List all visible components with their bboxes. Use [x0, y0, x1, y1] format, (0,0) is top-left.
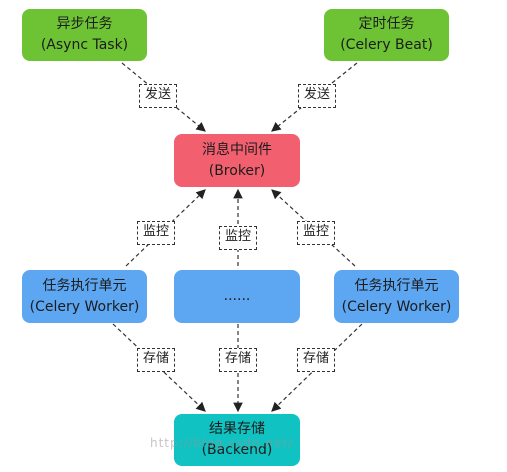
- edge-label-monitor-right: 监控: [297, 221, 335, 245]
- watermark: http://blog.csdn.net/: [150, 436, 294, 450]
- edge-worker-left-to-broker: [125, 189, 206, 267]
- worker-left-title: 任务执行单元: [42, 277, 127, 294]
- async-task-title: 异步任务: [56, 16, 113, 32]
- edge-label-store-middle: 存储: [219, 348, 257, 372]
- async-task-node: 异步任务 (Async Task): [22, 9, 147, 61]
- worker-right-subtitle: (Celery Worker): [341, 298, 452, 315]
- broker-node: 消息中间件 (Broker): [174, 134, 300, 187]
- celery-beat-title: 定时任务: [358, 16, 415, 32]
- edge-label-store-left: 存储: [137, 348, 175, 372]
- async-task-subtitle: (Async Task): [40, 37, 129, 53]
- edge-label-send-left: 发送: [139, 84, 177, 108]
- edge-label-store-right: 存储: [297, 348, 335, 372]
- celery-beat-subtitle: (Celery Beat): [340, 37, 433, 53]
- worker-right-title: 任务执行单元: [354, 277, 439, 294]
- edge-async-to-broker: [121, 62, 206, 132]
- worker-left-subtitle: (Celery Worker): [29, 298, 140, 315]
- worker-left-node: 任务执行单元 (Celery Worker): [22, 270, 147, 323]
- backend-title: 结果存储: [209, 421, 265, 437]
- worker-middle-title: ......: [223, 288, 251, 304]
- edge-label-monitor-middle: 监控: [219, 226, 257, 250]
- edge-label-send-right: 发送: [298, 84, 336, 108]
- backend-subtitle: (Backend): [201, 442, 273, 458]
- edge-label-monitor-left: 监控: [137, 221, 175, 245]
- celery-beat-node: 定时任务 (Celery Beat): [324, 9, 449, 61]
- broker-subtitle: (Broker): [208, 162, 266, 179]
- broker-title: 消息中间件: [202, 141, 272, 158]
- worker-middle-node: ......: [174, 270, 300, 323]
- worker-right-node: 任务执行单元 (Celery Worker): [334, 270, 459, 323]
- backend-node: 结果存储 (Backend): [174, 414, 300, 466]
